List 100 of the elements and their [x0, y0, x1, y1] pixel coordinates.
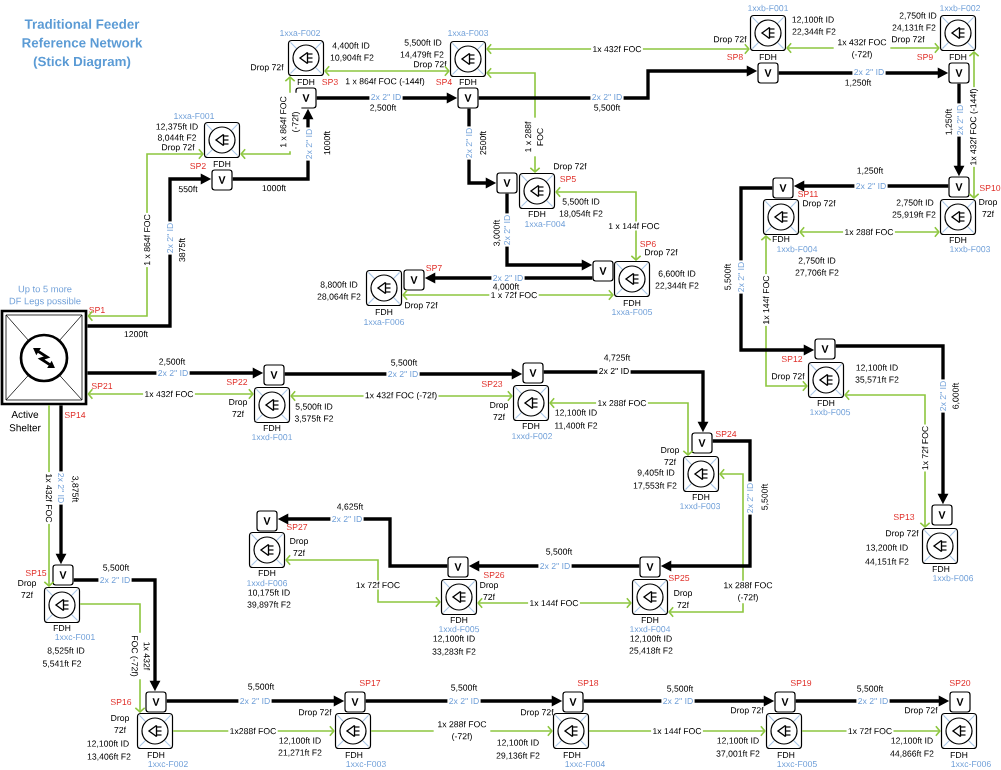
drop-label: Drop 72f: [979, 199, 998, 217]
splice-point-label: SP4: [436, 78, 452, 86]
cabinet-label: FDH: [641, 617, 659, 623]
distance-label: 25,919ft F2: [892, 211, 936, 219]
drop-label: Drop 72f: [714, 35, 747, 45]
edge-label: 2x 2" ID: [736, 260, 746, 294]
length-label: 5,500ft: [857, 685, 884, 693]
cabinet-label: FDH: [777, 752, 795, 758]
length-label: 5,500ft: [594, 104, 621, 112]
cabinet-id: 1xxb-F006: [933, 574, 974, 582]
edge-label: 1 x 864f FOC (-72f): [278, 92, 302, 152]
distance-label: 5,500ft ID: [562, 198, 600, 206]
splice-point-label: SP10: [979, 184, 1001, 192]
cabinet-id: 1xxc-F003: [346, 760, 386, 768]
distance-label: 12,100ft ID: [497, 739, 539, 747]
drop-label: Drop 72f: [290, 538, 309, 556]
vault-box: V: [814, 338, 836, 360]
length-label: 2,500ft: [159, 358, 186, 366]
cabinet-label: FDH: [772, 236, 790, 242]
edge-label: 1x 432f FOC (-144f): [968, 87, 980, 167]
drop-label: Drop 72f: [554, 162, 587, 172]
distance-label: 12,100ft ID: [630, 635, 672, 643]
cabinet-id: 1xxb-F003: [950, 245, 991, 253]
distance-label: 25,418ft F2: [629, 647, 673, 655]
distance-label: 8,525ft ID: [47, 647, 85, 655]
length-label: 4,625ft: [336, 503, 364, 511]
cabinet-label: FDH: [949, 54, 967, 60]
vault-box: V: [757, 62, 779, 84]
vault-box: V: [457, 87, 479, 109]
length-label: 5,500ft: [248, 683, 275, 691]
length-label: 550ft: [178, 185, 198, 193]
distance-label: 12,100ft ID: [555, 409, 597, 417]
cabinet-id: 1xxb-F005: [810, 408, 851, 416]
cabinet-id: 1xxb-F004: [777, 245, 818, 253]
drop-label: Drop 72f: [905, 706, 938, 716]
cabinet-label: FDH: [759, 54, 777, 60]
vault-box: V: [562, 691, 584, 713]
cabinet-label: FDH: [817, 400, 835, 406]
edge-label: 2x 2" ID: [386, 369, 420, 379]
drop-label: Drop 72f: [414, 60, 447, 70]
cabinet-label: FDH: [459, 79, 477, 85]
edge-label: 1x 288f FOC (-72f): [433, 719, 491, 743]
distance-label: 2,750ft ID: [896, 199, 934, 207]
distance-label: 18,054ft F2: [559, 210, 603, 218]
edge-label: 1x288f FOC: [228, 726, 278, 736]
edge-label: 1 x 72f FOC: [489, 290, 539, 300]
vault-box: V: [772, 177, 794, 199]
edge-label: 2x 2" ID: [56, 471, 66, 505]
drop-label: Drop 72f: [661, 447, 680, 465]
cabinet-id: 1xxc-F002: [148, 760, 188, 768]
drop-label: Drop 72f: [229, 399, 248, 417]
length-label: 1200ft: [124, 330, 148, 338]
length-label: 6,000ft: [952, 382, 960, 409]
vault-box: V: [145, 691, 167, 713]
distance-label: 44,866ft F2: [890, 750, 934, 758]
vault-box: V: [522, 362, 544, 384]
edge-label: 1x 432f FOC (-72f): [363, 390, 439, 402]
edge-label: 1x 432f FOC: [44, 472, 54, 524]
edge-label: 2x 2" ID: [745, 481, 755, 515]
cabinet-label: FDH: [932, 566, 950, 572]
edge-label: 1x 144f FOC: [528, 598, 580, 608]
distance-label: 3,575ft F2: [294, 415, 334, 423]
length-label: 3,000ft: [493, 219, 501, 246]
title: Traditional Feeder Reference Network (Stick Diagram): [22, 19, 143, 69]
splice-point-label: SP19: [790, 679, 812, 687]
length-label: 5,500ft: [546, 548, 573, 556]
distance-label: 12,375ft ID: [156, 123, 198, 131]
vault-box: V: [592, 260, 614, 282]
cabinet-label: FDH: [450, 617, 468, 623]
splice-point-label: SP5: [560, 175, 576, 183]
length-label: 3,875ft: [71, 476, 79, 503]
distance-label: 17,553ft F2: [633, 482, 677, 490]
drop-label: Drop 72f: [645, 248, 678, 258]
drop-label: Drop 72f: [731, 706, 764, 716]
edge-label: 1x 432f FOC (-72f): [833, 37, 891, 61]
cabinet-label: FDH: [258, 570, 276, 576]
edge-label: 2x 2" ID: [464, 126, 474, 160]
edge-label: 2x 2" ID: [238, 696, 272, 706]
drop-label: Drop 72f: [490, 402, 509, 420]
vault-box: V: [774, 691, 796, 713]
splice-point-label: SP17: [359, 679, 381, 687]
cabinet-label: FDH: [53, 625, 71, 631]
cabinet-id: 1xxb-F001: [748, 4, 789, 12]
vault-box: V: [948, 176, 970, 198]
cabinet-id: 1xxc-F001: [55, 633, 95, 641]
splice-point-label: SP6: [640, 240, 656, 248]
cabinet-id: 1xxb-F002: [940, 4, 980, 12]
distance-label: 35,571ft F2: [855, 376, 899, 384]
splice-point-label: SP8: [727, 53, 743, 61]
distance-label: 8,800ft ID: [320, 281, 358, 289]
cabinet-label: FDH: [375, 309, 393, 315]
edge-label: 2x 2" ID: [597, 366, 631, 376]
splice-point-label: SP25: [668, 574, 690, 582]
distance-label: 37,001ft F2: [716, 750, 760, 758]
length-label: 2500ft: [479, 131, 487, 155]
edge-label: 1x 432f FOC: [143, 389, 195, 399]
distance-label: 44,151ft F2: [865, 558, 909, 566]
distance-label: 12,100ft ID: [792, 16, 834, 24]
edge-label: 1x 72f FOC: [920, 424, 930, 472]
length-label: 4,000ft: [492, 283, 520, 291]
